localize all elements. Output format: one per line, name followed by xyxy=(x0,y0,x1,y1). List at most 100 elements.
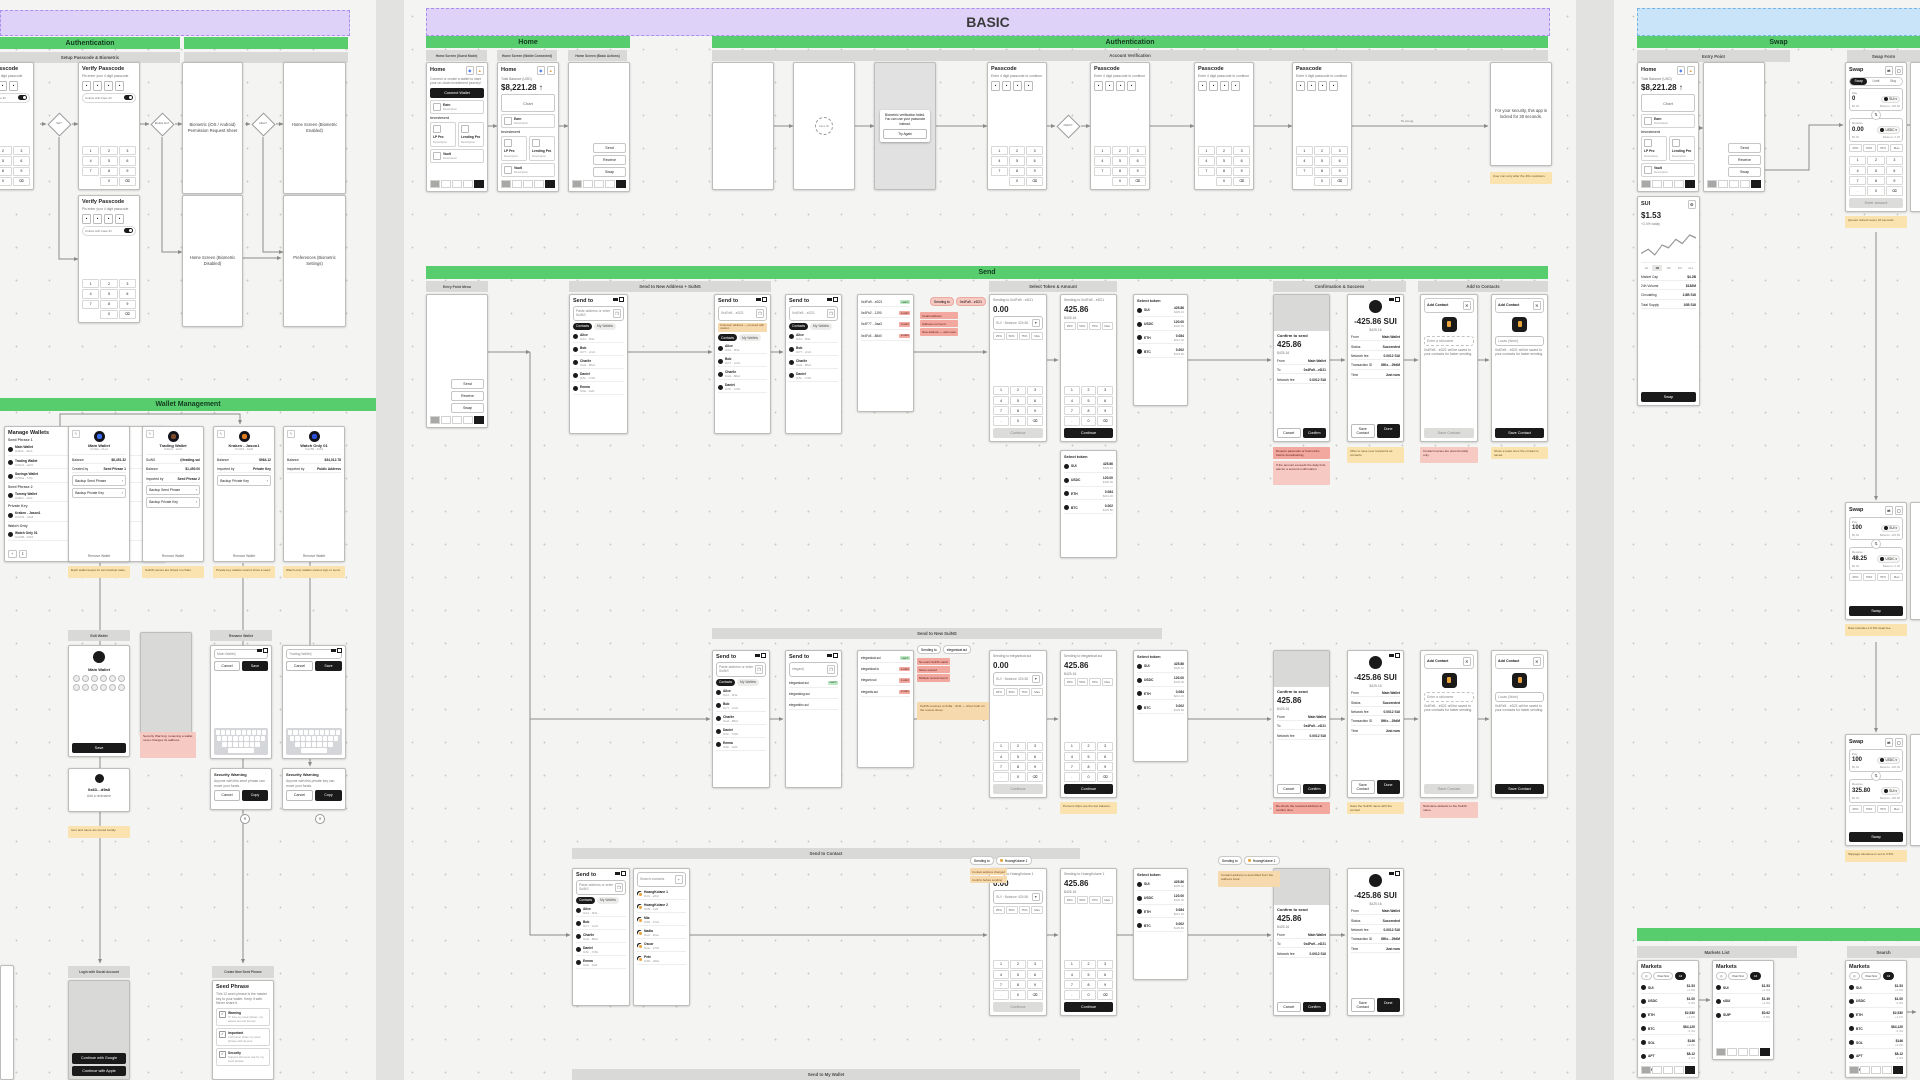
toggle-switch[interactable] xyxy=(18,95,27,101)
key-5[interactable]: 5 xyxy=(1215,156,1233,166)
swap-direction-icon[interactable]: ⇅ xyxy=(1871,109,1881,120)
filter-watchlist[interactable]: Watchlist xyxy=(1728,972,1749,981)
checkbox[interactable]: ✓ xyxy=(219,1050,226,1058)
tab-feed[interactable] xyxy=(452,180,462,188)
key-.[interactable]: . xyxy=(993,416,1009,426)
edit-icon[interactable]: ✎ xyxy=(72,430,80,438)
biometric-toggle-row[interactable]: Unlock with Face ID xyxy=(82,225,136,236)
key-7[interactable]: 7 xyxy=(991,166,1008,176)
frame-cut-right-3[interactable] xyxy=(1910,734,1920,846)
percent-25[interactable]: 25% xyxy=(1064,896,1076,905)
tab-markets[interactable] xyxy=(441,180,451,188)
frame-dimmed-screen[interactable] xyxy=(140,632,192,736)
tab-profile[interactable] xyxy=(474,416,484,424)
text-input[interactable]: Enter a nickname xyxy=(1424,335,1474,346)
key-4[interactable]: 4 xyxy=(991,156,1008,166)
done-button[interactable]: Done xyxy=(1376,423,1400,438)
key-3[interactable]: 3 xyxy=(1129,146,1146,156)
key-0[interactable]: 0 xyxy=(1010,416,1026,426)
key-2[interactable]: 2 xyxy=(1111,146,1129,156)
tab-home[interactable] xyxy=(1707,180,1717,188)
token-row[interactable]: SOL$146+3.2% xyxy=(1849,1037,1903,1050)
key-9[interactable]: 9 xyxy=(12,166,30,176)
filter-all[interactable]: ◎ xyxy=(1849,972,1860,981)
text-input[interactable]: 0x4Fa9…eD21❐ xyxy=(789,306,838,321)
key-⌫[interactable]: ⌫ xyxy=(118,176,136,186)
tab-wallet[interactable] xyxy=(605,180,615,188)
paste-icon[interactable]: ❐ xyxy=(612,309,621,318)
tab-feed[interactable] xyxy=(1871,1066,1881,1074)
phone-home-swap-entry[interactable]: Home◆▲Total Balance (USD)$8,221.28 ↑Char… xyxy=(1637,62,1699,192)
tab-feed[interactable] xyxy=(1663,1066,1673,1074)
tab-profile[interactable] xyxy=(616,180,626,188)
recipient-chip[interactable]: elegantcat.sui xyxy=(942,645,972,655)
key-8[interactable]: 8 xyxy=(1215,166,1233,176)
checkbox[interactable]: ✓ xyxy=(219,1030,226,1038)
key-5[interactable]: 5 xyxy=(1111,156,1129,166)
filter-watchlist[interactable]: Watchlist xyxy=(1653,972,1674,981)
timeframe-all[interactable]: ALL xyxy=(1688,266,1694,271)
key-3[interactable]: 3 xyxy=(1885,155,1903,166)
cancel-button[interactable]: Cancel xyxy=(214,661,240,672)
key-4[interactable]: 4 xyxy=(1849,166,1867,176)
tab-feed[interactable] xyxy=(1663,180,1673,188)
icon-option[interactable] xyxy=(109,675,116,682)
tab-home[interactable] xyxy=(1641,1066,1651,1074)
key-1[interactable]: 1 xyxy=(1064,741,1080,752)
continue-with-google-button[interactable]: Continue with Google xyxy=(72,1053,126,1064)
remove-wallet-link[interactable]: Remove Wallet xyxy=(232,554,256,558)
key-4[interactable]: 4 xyxy=(1094,156,1111,166)
bottom-tab-bar[interactable] xyxy=(430,180,484,188)
confirm-button[interactable]: Confirm xyxy=(1302,1001,1326,1012)
tab-wallet[interactable] xyxy=(463,416,473,424)
continue-button[interactable]: Continue xyxy=(993,1001,1043,1012)
tab-markets[interactable] xyxy=(512,180,522,188)
cancel-button[interactable]: Cancel xyxy=(286,661,313,672)
backup-seed-phrase-row[interactable]: Backup Seed Phrase› xyxy=(72,475,126,486)
chart-box[interactable]: Chart xyxy=(1641,94,1695,113)
text-input[interactable]: Enter a nickname xyxy=(1424,691,1474,702)
icon-option[interactable] xyxy=(73,684,80,691)
close-icon[interactable]: ✕ xyxy=(1532,301,1541,310)
token-row[interactable]: SUI$1.53+2.4% xyxy=(1716,982,1770,994)
percent-75[interactable]: 75% xyxy=(1018,688,1031,697)
key-2[interactable]: 2 xyxy=(1080,385,1097,396)
timeframe-1w[interactable]: 1W xyxy=(1666,266,1671,271)
enter-amount-button[interactable]: Enter amount xyxy=(1849,197,1903,208)
key-0[interactable]: 0 xyxy=(1080,772,1097,782)
percent-25[interactable]: 25% xyxy=(993,688,1005,697)
key-1[interactable]: 1 xyxy=(1198,146,1215,156)
text-input[interactable]: SUI · Balance 425.86▾ xyxy=(993,315,1043,331)
save-contact-button[interactable]: Save Contact xyxy=(1424,783,1474,794)
key-1[interactable]: 1 xyxy=(991,146,1008,156)
percent-50[interactable]: 50% xyxy=(1862,572,1876,581)
tab-wallet[interactable] xyxy=(1740,180,1750,188)
